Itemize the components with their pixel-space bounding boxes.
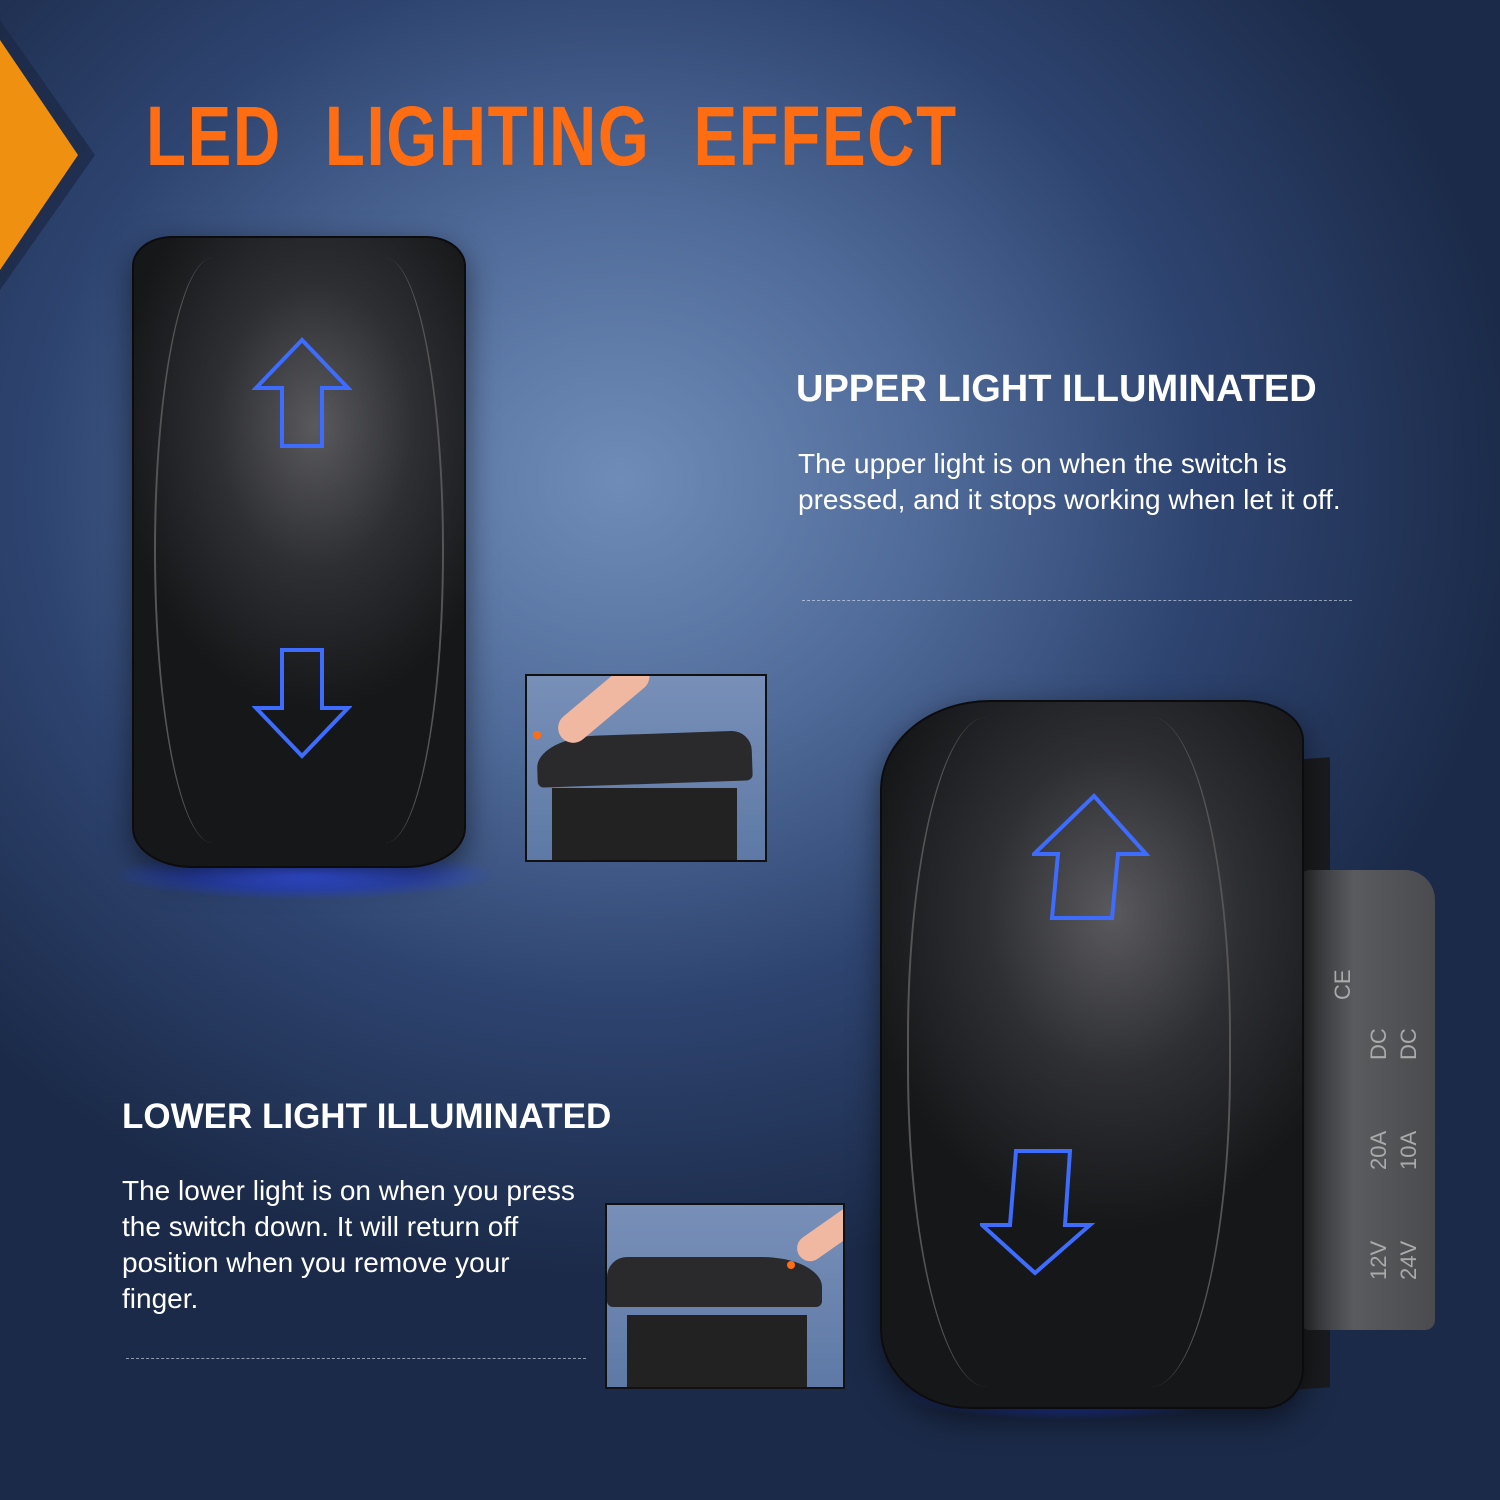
marking-amp: 10A	[1396, 1130, 1421, 1170]
rocker-top	[607, 1257, 822, 1307]
rocker-switch-angled	[880, 700, 1304, 1409]
arrow-up-icon	[1032, 793, 1151, 920]
upper-description: The upper light is on when the switch is…	[798, 448, 1341, 515]
ce-marking-group: CE	[1328, 969, 1358, 1000]
arrow-down-icon	[980, 1149, 1095, 1276]
marking-amp-group: 20A 10A	[1364, 1131, 1424, 1170]
ce-marking: CE	[1330, 969, 1355, 1000]
page-title: LED LIGHTING EFFECT	[146, 89, 958, 183]
switch-body	[552, 788, 737, 860]
arrow-down-icon	[252, 648, 352, 759]
upper-heading: UPPER LIGHT ILLUMINATED	[796, 368, 1317, 410]
finger	[792, 1205, 843, 1267]
press-point	[533, 731, 541, 739]
marking-volt-group: 12V 24V	[1364, 1241, 1424, 1280]
marking-volt: 12V	[1366, 1240, 1391, 1280]
marking-dc: DC	[1396, 1028, 1421, 1060]
marking-dc: DC	[1366, 1028, 1391, 1060]
press-point	[787, 1261, 795, 1269]
divider	[126, 1358, 586, 1359]
press-up-illustration	[525, 674, 767, 862]
lower-description: The lower light is on when you press the…	[122, 1175, 575, 1314]
arrow-up-icon	[252, 337, 352, 448]
switch-body	[627, 1315, 807, 1387]
press-down-illustration	[605, 1203, 845, 1389]
marking-dc-group: DC DC	[1364, 1028, 1424, 1060]
switch-housing: CE DC DC 20A 10A 12V 24V	[1300, 870, 1435, 1330]
marking-volt: 24V	[1396, 1240, 1421, 1280]
divider	[802, 600, 1352, 601]
rocker-switch-front	[132, 236, 466, 868]
switch-bezel	[907, 717, 1231, 1387]
lower-heading: LOWER LIGHT ILLUMINATED	[122, 1097, 612, 1136]
corner-decoration	[0, 40, 78, 270]
switch-bezel	[154, 258, 444, 843]
marking-amp: 20A	[1366, 1130, 1391, 1170]
